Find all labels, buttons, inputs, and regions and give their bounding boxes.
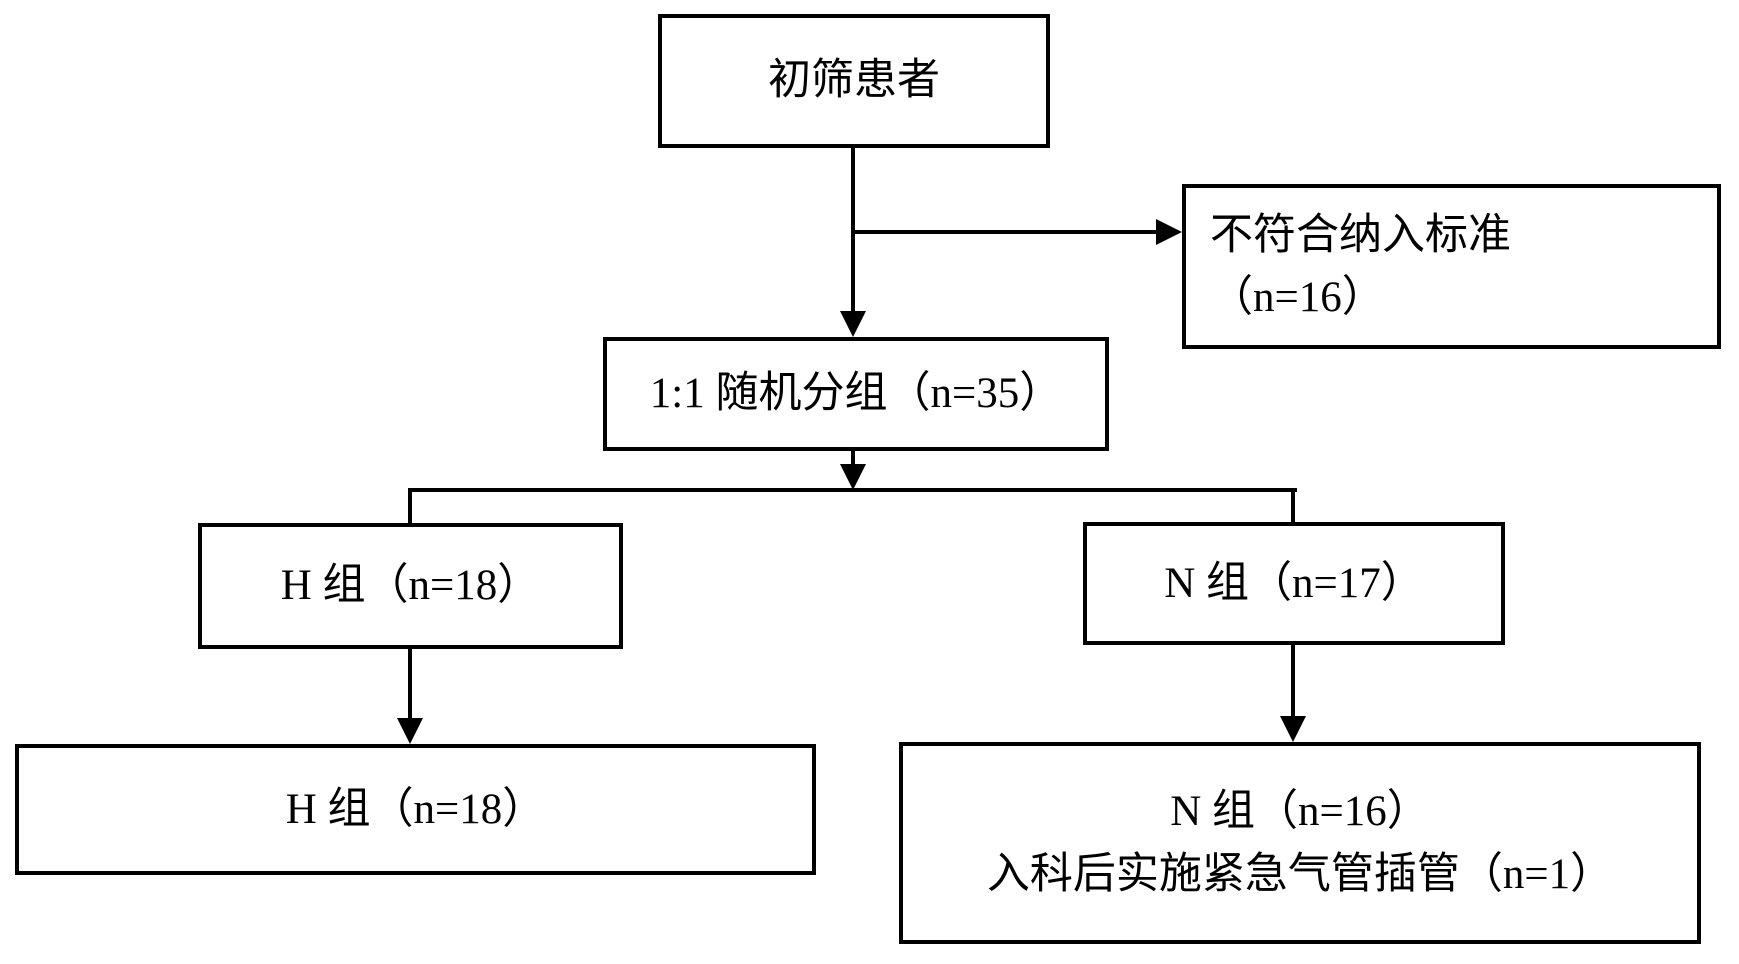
connector-group-n-to-final-n-line bbox=[1291, 644, 1295, 718]
arrowhead-right-to-excluded-icon bbox=[1156, 219, 1182, 245]
screened-patients-label: 初筛患者 bbox=[768, 57, 940, 104]
arrowhead-down-to-final-n-icon bbox=[1280, 716, 1306, 742]
excluded-label-line2: （n=16） bbox=[1210, 273, 1385, 321]
arrowhead-down-to-branch-icon bbox=[840, 464, 866, 490]
branch-drop-left-line bbox=[408, 488, 412, 525]
box-group-h: H 组（n=18） bbox=[198, 523, 623, 649]
box-randomized: 1:1 随机分组（n=35） bbox=[603, 337, 1109, 451]
group-n-label: N 组（n=17） bbox=[1164, 559, 1424, 607]
randomized-label: 1:1 随机分组（n=35） bbox=[649, 370, 1063, 417]
final-h-label: H 组（n=18） bbox=[285, 785, 546, 833]
branch-drop-right-line bbox=[1291, 488, 1295, 524]
connector-screened-to-excluded-line bbox=[853, 230, 1156, 234]
arrowhead-down-to-randomized-icon bbox=[840, 311, 866, 337]
final-n-label-line2: 入科后实施紧急气管插管（n=1） bbox=[986, 851, 1614, 898]
box-final-h: H 组（n=18） bbox=[15, 744, 816, 875]
connector-group-h-to-final-h-line bbox=[408, 648, 412, 720]
final-n-label-line1: N 组（n=16） bbox=[1170, 788, 1430, 835]
group-h-label: H 组（n=18） bbox=[280, 562, 541, 609]
box-excluded: 不符合纳入标准 （n=16） bbox=[1182, 184, 1721, 349]
arrowhead-down-to-final-h-icon bbox=[397, 718, 423, 744]
box-final-n: N 组（n=16） 入科后实施紧急气管插管（n=1） bbox=[899, 742, 1701, 944]
excluded-label-line1: 不符合纳入标准 bbox=[1210, 211, 1511, 259]
box-group-n: N 组（n=17） bbox=[1083, 522, 1505, 645]
box-screened-patients: 初筛患者 bbox=[658, 14, 1050, 148]
branch-bar-line bbox=[409, 488, 1297, 492]
connector-randomized-to-branch-line bbox=[851, 450, 855, 466]
